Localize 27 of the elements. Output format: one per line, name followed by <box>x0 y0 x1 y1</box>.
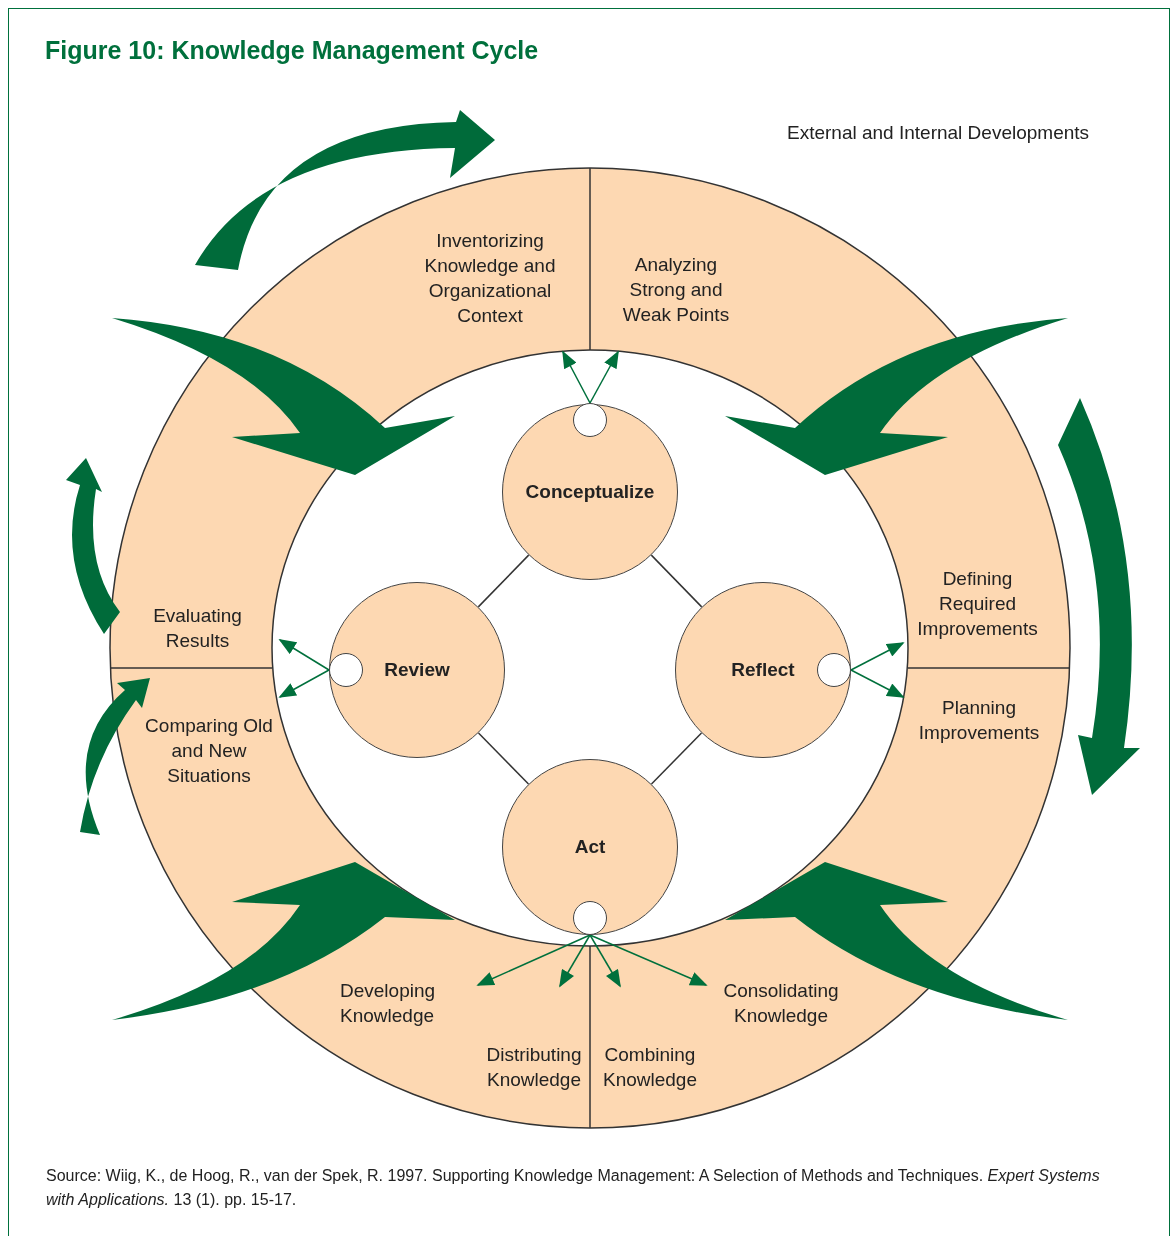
arrow <box>559 934 591 988</box>
connector-line <box>650 732 703 785</box>
connector-line <box>477 732 530 785</box>
arrow <box>589 350 619 404</box>
arrow <box>476 934 591 986</box>
arrow <box>278 639 330 671</box>
arrow <box>562 350 591 404</box>
source-caption: Source: Wiig, K., de Hoog, R., van der Spek, R. 1997. Supporting Knowledge Management: A Selection of Methods and Techniques. Expert Systems with Applications. 13 (1). pp. 15-17. <box>46 1166 1101 1210</box>
activity-label: Defining Required Improvements <box>905 566 1050 646</box>
activity-label: Evaluating Results <box>135 603 260 657</box>
activity-label: Developing Knowledge <box>332 970 478 1032</box>
activity-label: Comparing Old and New Situations <box>140 695 278 793</box>
connector-line <box>477 554 530 608</box>
note-label: External and Internal Developments <box>787 122 1090 144</box>
arrow <box>278 669 330 698</box>
figure-title: Figure 10: Knowledge Management Cycle <box>45 36 539 65</box>
activity-label: Combining Knowledge <box>594 984 706 1096</box>
arrow <box>589 934 621 988</box>
activity-label: Planning Improvements <box>900 695 1058 761</box>
arrow <box>850 642 905 671</box>
activity-label: Distributing Knowledge <box>478 984 590 1096</box>
arrow <box>850 669 905 698</box>
connector-line <box>650 554 703 608</box>
arrow <box>589 934 708 986</box>
activity-label: Consolidating Knowledge <box>706 970 856 1032</box>
activity-label: Inventorizing Knowledge and Organizational Context <box>415 228 565 354</box>
activity-label: Analyzing Strong and Weak Points <box>612 252 740 354</box>
